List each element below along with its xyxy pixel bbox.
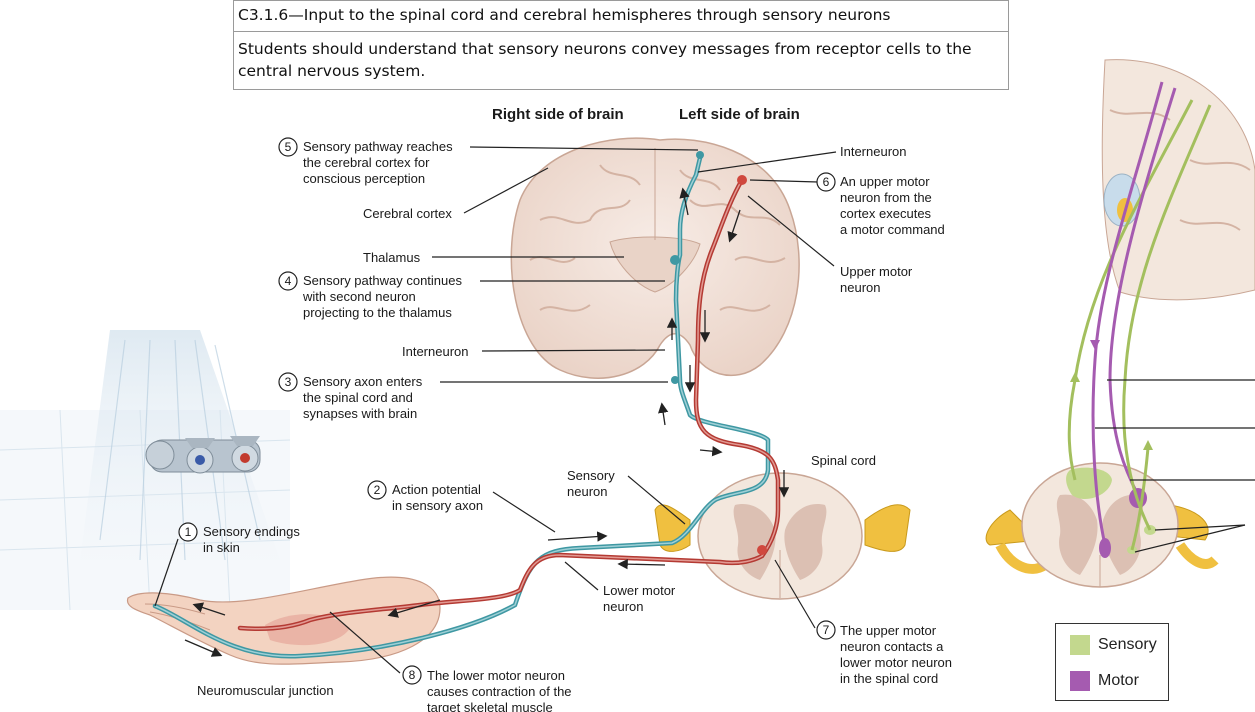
step-1-label: 1 Sensory endings in skin bbox=[178, 522, 300, 555]
svg-text:neuron: neuron bbox=[603, 599, 643, 614]
svg-text:the spinal cord and: the spinal cord and bbox=[303, 390, 413, 405]
brain-coronal-section bbox=[510, 137, 800, 379]
svg-text:projecting to the thalamus: projecting to the thalamus bbox=[303, 305, 452, 320]
svg-text:neuron contacts a: neuron contacts a bbox=[840, 639, 944, 654]
svg-text:target skeletal muscle: target skeletal muscle bbox=[427, 700, 553, 712]
svg-text:3: 3 bbox=[285, 375, 292, 389]
svg-text:Sensory endings: Sensory endings bbox=[203, 524, 300, 539]
svg-text:8: 8 bbox=[409, 668, 416, 682]
svg-text:with second neuron: with second neuron bbox=[302, 289, 416, 304]
ascending-descending-tracts-illustration bbox=[985, 59, 1255, 588]
direction-arrows bbox=[184, 187, 790, 657]
svg-text:causes contraction of the: causes contraction of the bbox=[427, 684, 572, 699]
header-right-side-brain: Right side of brain bbox=[492, 106, 624, 123]
spinal-cord-label: Spinal cord bbox=[811, 453, 876, 468]
lower-motor-neuron-label: Lower motor neuron bbox=[603, 583, 676, 614]
legend-swatch-motor bbox=[1070, 671, 1090, 691]
svg-text:a motor command: a motor command bbox=[840, 222, 945, 237]
sensory-pathway bbox=[152, 155, 771, 659]
svg-text:2: 2 bbox=[374, 483, 381, 497]
curriculum-description: Students should understand that sensory … bbox=[238, 40, 972, 80]
svg-text:Upper motor: Upper motor bbox=[840, 264, 913, 279]
svg-text:neuron: neuron bbox=[840, 280, 880, 295]
step-2-label: 2 Action potential in sensory axon bbox=[367, 480, 483, 513]
svg-text:6: 6 bbox=[823, 175, 830, 189]
svg-text:Sensory pathway continues: Sensory pathway continues bbox=[303, 273, 462, 288]
legend-item-motor: Motor bbox=[1070, 670, 1139, 692]
interneuron-mid-label: Interneuron bbox=[402, 344, 469, 359]
step-3-label: 3 Sensory axon enters the spinal cord an… bbox=[278, 372, 423, 421]
spinal-cord-cross-section bbox=[654, 472, 911, 600]
svg-text:Action potential: Action potential bbox=[392, 482, 481, 497]
cerebral-cortex-label: Cerebral cortex bbox=[363, 206, 452, 221]
legend-item-sensory: Sensory bbox=[1070, 634, 1157, 656]
svg-text:1: 1 bbox=[185, 525, 192, 539]
step-8-label: 8 The lower motor neuron causes contract… bbox=[402, 665, 572, 712]
curriculum-code-title: C3.1.6—Input to the spinal cord and cere… bbox=[234, 1, 1008, 32]
svg-text:An upper motor: An upper motor bbox=[840, 174, 930, 189]
svg-text:4: 4 bbox=[285, 274, 292, 288]
svg-text:The lower motor neuron: The lower motor neuron bbox=[427, 668, 565, 683]
interneuron-top-label: Interneuron bbox=[840, 144, 907, 159]
thalamus-label: Thalamus bbox=[363, 250, 421, 265]
step-7-label: 7 The upper motor neuron contacts a lowe… bbox=[816, 620, 952, 686]
step-4-label: 4 Sensory pathway continues with second … bbox=[278, 271, 462, 320]
svg-text:neuron from the: neuron from the bbox=[840, 190, 932, 205]
header-left-side-brain: Left side of brain bbox=[679, 106, 800, 123]
leader-lines bbox=[154, 146, 837, 674]
svg-text:in the spinal cord: in the spinal cord bbox=[840, 671, 938, 686]
sensory-neuron-label: Sensory neuron bbox=[567, 468, 615, 499]
motor-pathway bbox=[237, 177, 781, 631]
legend-label-sensory: Sensory bbox=[1098, 636, 1157, 653]
faucet-handles bbox=[145, 436, 261, 474]
step-5-label: 5 Sensory pathway reaches the cerebral c… bbox=[278, 137, 453, 186]
legend-label-motor: Motor bbox=[1098, 672, 1139, 689]
curriculum-box: C3.1.6—Input to the spinal cord and cere… bbox=[233, 0, 1009, 90]
neuromuscular-junction-label: Neuromuscular junction bbox=[197, 683, 334, 698]
svg-text:neuron: neuron bbox=[567, 484, 607, 499]
legend: Sensory Motor bbox=[1055, 623, 1169, 701]
synapse-markers bbox=[670, 151, 767, 555]
arm-illustration bbox=[126, 576, 441, 665]
svg-text:conscious perception: conscious perception bbox=[303, 171, 425, 186]
svg-text:cortex executes: cortex executes bbox=[840, 206, 932, 221]
svg-text:the cerebral cortex for: the cerebral cortex for bbox=[303, 155, 430, 170]
svg-text:synapses with brain: synapses with brain bbox=[303, 406, 417, 421]
svg-text:Lower motor: Lower motor bbox=[603, 583, 676, 598]
svg-text:Sensory pathway reaches: Sensory pathway reaches bbox=[303, 139, 453, 154]
svg-text:Sensory axon enters: Sensory axon enters bbox=[303, 374, 423, 389]
step-6-label: 6 An upper motor neuron from the cortex … bbox=[816, 172, 945, 237]
svg-text:The upper motor: The upper motor bbox=[840, 623, 937, 638]
svg-text:7: 7 bbox=[823, 623, 830, 637]
legend-swatch-sensory bbox=[1070, 635, 1090, 655]
svg-text:in sensory axon: in sensory axon bbox=[392, 498, 483, 513]
svg-text:in skin: in skin bbox=[203, 540, 240, 555]
svg-text:Sensory: Sensory bbox=[567, 468, 615, 483]
svg-text:5: 5 bbox=[285, 140, 292, 154]
svg-text:lower motor neuron: lower motor neuron bbox=[840, 655, 952, 670]
upper-motor-neuron-label: Upper motor neuron bbox=[840, 264, 913, 295]
